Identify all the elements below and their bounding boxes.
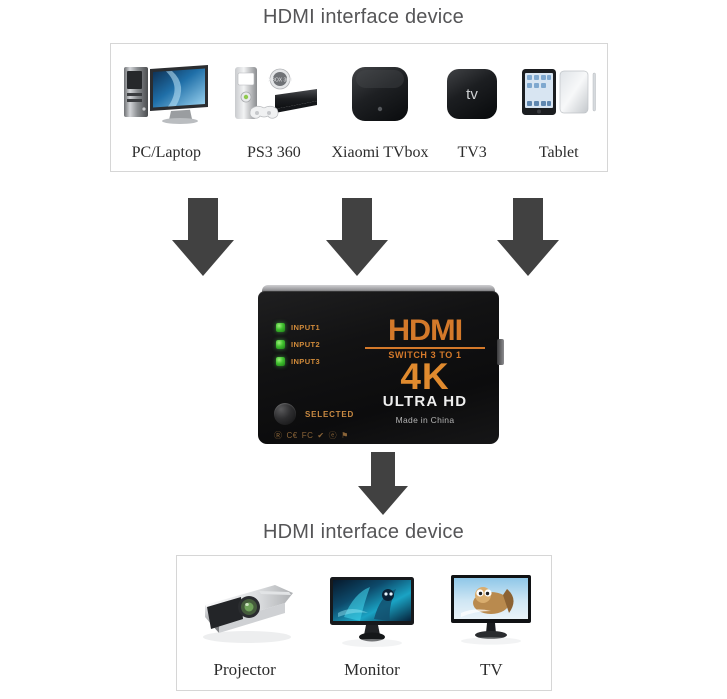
made-in-text: Made in China — [395, 414, 455, 425]
top-section-title: HDMI interface device — [263, 6, 464, 28]
led-indicator-icon — [276, 323, 285, 332]
source-device-xiaomi-tvbox[interactable]: Xiaomi TVbox — [329, 44, 430, 171]
source-devices-panel: PC/Laptop — [110, 43, 608, 172]
switch-body: INPUT1 INPUT2 INPUT3 SELECTED Ⓡ C€ FC ✔ … — [258, 291, 499, 444]
output-device-label: Projector — [213, 660, 276, 679]
output-device-label: TV — [479, 660, 503, 679]
television-icon — [443, 556, 539, 660]
monitor-icon — [324, 556, 420, 660]
svg-text:tv: tv — [466, 86, 478, 103]
arrow-down-icon-2 — [325, 198, 389, 276]
hdmi-side-port — [497, 339, 504, 365]
source-device-label: PC/Laptop — [131, 144, 201, 161]
source-device-tablet[interactable]: Tablet — [514, 44, 604, 171]
source-device-pc-laptop[interactable]: PC/Laptop — [114, 44, 218, 171]
ce-mark-icon: C€ — [286, 431, 298, 440]
source-device-ps3-360[interactable]: XBOX 360 PS3 360 — [225, 44, 323, 171]
output-device-monitor[interactable]: Monitor — [322, 556, 422, 690]
weee-mark-icon: ⓔ — [328, 431, 338, 440]
svg-text:XBOX 360: XBOX 360 — [268, 78, 292, 84]
led-indicator-icon — [276, 340, 285, 349]
input-led-row-3: INPUT3 — [276, 357, 320, 366]
arrow-down-icon-3 — [496, 198, 560, 276]
selected-button[interactable] — [274, 403, 296, 425]
resolution-text: 4K — [400, 355, 450, 397]
compliance-mark-icon: ⚑ — [341, 431, 349, 440]
hdmi-logo-text: HDMI — [387, 314, 463, 347]
ultra-hd-text: ULTRA HD — [382, 392, 468, 410]
tablet-icon — [516, 44, 602, 144]
game-console-icon: XBOX 360 — [227, 44, 321, 144]
source-device-label: TV3 — [457, 144, 487, 161]
tv-box-icon — [331, 44, 428, 144]
source-device-label: PS3 360 — [246, 144, 301, 161]
hdmi-switch-device[interactable]: INPUT1 INPUT2 INPUT3 SELECTED Ⓡ C€ FC ✔ … — [258, 285, 504, 444]
led-indicator-icon — [276, 357, 285, 366]
selected-button-label: SELECTED — [305, 409, 355, 419]
input-led-label: INPUT3 — [291, 357, 321, 366]
switch-model-text: SWITCH 3 TO 1 — [388, 349, 462, 360]
output-device-tv[interactable]: TV — [441, 556, 541, 690]
projector-icon — [189, 556, 301, 660]
input-led-row-1: INPUT1 — [276, 323, 320, 332]
output-devices-panel: Projector — [176, 555, 552, 691]
output-device-label: Monitor — [344, 660, 400, 679]
brand-divider — [365, 346, 485, 349]
switch-top-lip — [262, 285, 495, 295]
input-led-label: INPUT2 — [291, 340, 321, 349]
selected-control-group[interactable]: SELECTED — [274, 403, 354, 425]
source-device-label: Tablet — [538, 144, 579, 161]
output-device-projector[interactable]: Projector — [187, 556, 303, 690]
source-device-label: Xiaomi TVbox — [331, 144, 429, 161]
rohs-mark-icon: ✔ — [317, 431, 325, 440]
arrow-down-icon-output — [357, 452, 409, 515]
desktop-computer-icon — [116, 44, 216, 144]
input-led-label: INPUT1 — [291, 323, 321, 332]
recycle-mark-icon: Ⓡ — [274, 431, 283, 440]
certification-marks: Ⓡ C€ FC ✔ ⓔ ⚑ — [274, 432, 349, 440]
fcc-mark-icon: FC — [301, 431, 314, 440]
bottom-section-title: HDMI interface device — [263, 521, 464, 543]
input-led-row-2: INPUT2 — [276, 340, 320, 349]
brand-block: HDMI SWITCH 3 TO 1 4K ULTRA HD Made in C… — [356, 314, 494, 425]
apple-tv-icon: tv — [439, 44, 505, 144]
source-device-tv3[interactable]: tv TV3 — [437, 44, 507, 171]
arrow-down-icon-1 — [171, 198, 235, 276]
